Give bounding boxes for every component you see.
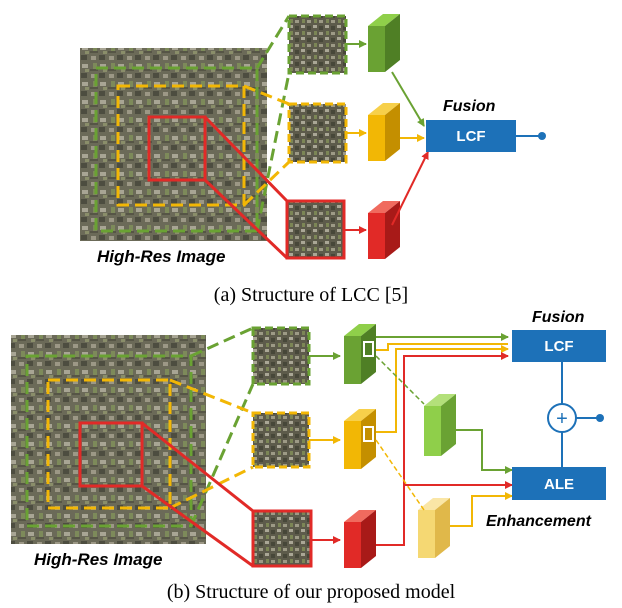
feature-block-green bbox=[368, 14, 400, 72]
patch-red-b bbox=[251, 509, 313, 568]
output-dot-a bbox=[538, 132, 546, 140]
crop-large-green-b bbox=[25, 354, 193, 528]
patch-yellow bbox=[287, 102, 348, 164]
caption-b: (b) Structure of our proposed model bbox=[167, 581, 456, 603]
crop-large-green bbox=[94, 66, 259, 233]
enhancement-label: Enhancement bbox=[486, 513, 592, 530]
panel-a: LCF Fusion High-Res Image (a) Structure … bbox=[80, 14, 546, 306]
crop-small-red-b bbox=[78, 421, 144, 488]
lcf-label-a: LCF bbox=[456, 128, 485, 145]
fusion-label-b: Fusion bbox=[532, 309, 585, 326]
feature-block-red bbox=[368, 201, 400, 259]
crop-medium-yellow bbox=[116, 84, 246, 207]
image-label-a: High-Res Image bbox=[97, 247, 225, 266]
fusion-label-a: Fusion bbox=[443, 98, 496, 115]
lcf-label-b: LCF bbox=[544, 338, 573, 355]
feature-block-yellow-b bbox=[344, 409, 376, 469]
lcf-box-a bbox=[426, 120, 516, 152]
patch-green-b bbox=[251, 326, 311, 386]
enhancement-block-green bbox=[424, 394, 456, 456]
feature-block-yellow bbox=[368, 103, 400, 161]
ale-box bbox=[512, 467, 606, 500]
feature-block-red-b bbox=[344, 510, 376, 568]
plus-icon: + bbox=[556, 408, 568, 430]
crop-small-red bbox=[147, 115, 207, 182]
ale-label: ALE bbox=[544, 476, 574, 493]
lcf-box-b bbox=[512, 330, 606, 362]
image-label-b: High-Res Image bbox=[34, 550, 162, 569]
patch-red bbox=[285, 199, 346, 260]
panel-b: LCF Fusion ALE Enhancement + High-Res Im… bbox=[11, 309, 606, 603]
output-dot-b bbox=[596, 414, 604, 422]
feature-block-green-b bbox=[344, 324, 376, 384]
enhancement-block-yellow bbox=[418, 498, 450, 558]
patch-yellow-b bbox=[251, 411, 311, 469]
patch-green bbox=[287, 14, 348, 75]
caption-a: (a) Structure of LCC [5] bbox=[214, 284, 408, 306]
